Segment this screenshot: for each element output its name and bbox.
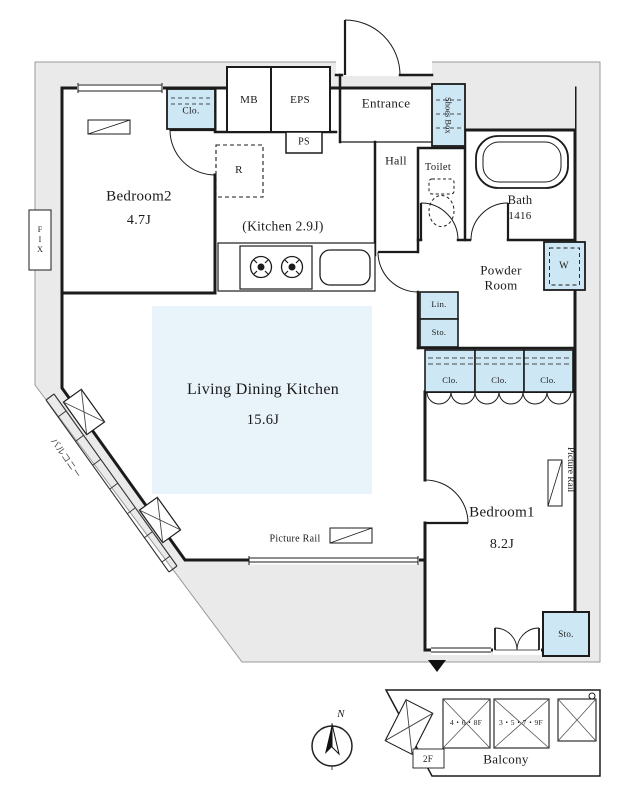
fix-window-box [28, 209, 52, 271]
stove-icon [239, 245, 313, 290]
room-label-kitchen: (Kitchen 2.9J) [242, 218, 324, 234]
closet2-label: Clo. [491, 375, 507, 386]
bathtub-icon [475, 135, 569, 189]
picture-rail-symbols [87, 119, 563, 544]
balcony-area [384, 689, 601, 777]
refrigerator-label: R [235, 163, 243, 176]
hall-storage-box [419, 318, 459, 348]
room-label-toilet: Toilet [424, 162, 452, 174]
closet-scallops [426, 391, 572, 405]
washer-box [543, 241, 586, 291]
mb-shaft [226, 66, 272, 133]
mb-label: MB [240, 93, 258, 106]
room-size-bath: 1416 [508, 209, 532, 222]
diagonal-railing [45, 393, 178, 573]
toilet-icon [428, 178, 455, 227]
balcony-floors-b-label: 3・5・7・9F [498, 717, 544, 727]
room-label-powder: Powder Room [480, 262, 522, 292]
closet2-box [474, 349, 525, 393]
ps-shaft [285, 131, 323, 154]
hall-storage-label: Sto. [431, 327, 447, 338]
closet1-box [424, 349, 476, 393]
storage-boxes [166, 83, 590, 657]
fix-window-label: FIX [35, 225, 45, 255]
closet3-box [523, 349, 574, 393]
eps-shaft [270, 66, 331, 133]
door-leaves [170, 20, 510, 525]
room-size-bedroom2: 4.7J [126, 213, 152, 229]
ldk-highlight [152, 306, 372, 494]
picture-rail-living-label: Picture Rail [269, 533, 321, 545]
closet1-label: Clo. [442, 375, 458, 386]
room-size-ldk: 15.6J [246, 411, 280, 428]
washer-label: W [559, 260, 569, 272]
stove-burners [249, 255, 304, 279]
refrigerator-space [215, 144, 264, 198]
room-label-hall: Hall [385, 153, 407, 168]
balcony-floors-a-label: 4・6・8F [449, 717, 483, 727]
entrance-exterior [336, 61, 432, 76]
balcony-2f-label: 2F [422, 753, 434, 764]
shoes-box [431, 83, 466, 147]
shoes-box-label: Shoes Box [443, 96, 454, 134]
room-label-bedroom2: Bedroom2 [106, 188, 172, 205]
room-size-bedroom1: 8.2J [489, 537, 515, 553]
closet-label-bedroom2: Clo. [182, 106, 200, 117]
closet3-label: Clo. [540, 375, 556, 386]
balcony-access-marker [428, 660, 446, 672]
service-core [465, 86, 575, 130]
room-label-bedroom1: Bedroom1 [469, 504, 535, 521]
diagonal-window-1 [62, 388, 106, 436]
door-arcs [169, 19, 509, 524]
compass-icon [311, 723, 353, 770]
room-label-bath: Bath [507, 193, 533, 207]
ps-label: PS [298, 136, 310, 148]
balcony-label: Balcony [483, 751, 529, 767]
linen-box [419, 291, 459, 320]
room-label-entrance: Entrance [361, 95, 411, 111]
room-label-ldk: Living Dining Kitchen [186, 381, 340, 399]
eps-label: EPS [290, 93, 310, 106]
sink-icon [319, 249, 371, 286]
north-label: N [337, 707, 345, 720]
balcony-door [493, 627, 541, 655]
linen-label: Lin. [431, 299, 447, 310]
picture-rail-bedroom1-label: Picture Rail [565, 447, 575, 493]
windows [77, 83, 491, 655]
bedroom1-storage-label: Sto. [558, 628, 574, 639]
diagonal-window-2 [138, 496, 182, 544]
bedroom2-closet-box [166, 88, 216, 130]
bedroom1-storage-box [542, 611, 590, 657]
